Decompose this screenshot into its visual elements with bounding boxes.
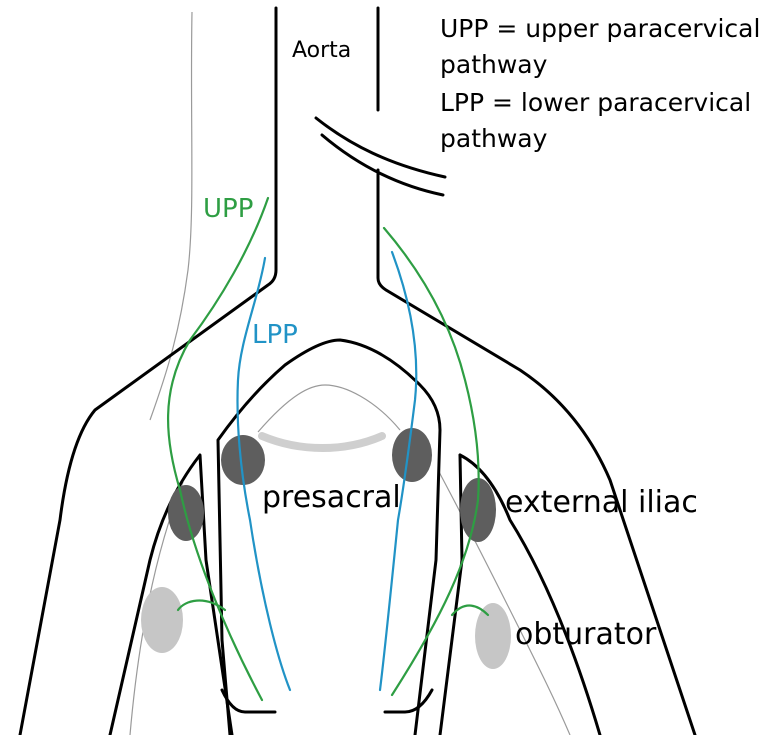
obturator-label: obturator	[515, 620, 656, 650]
lpp-label: LPP	[252, 322, 298, 348]
aorta-label: Aorta	[292, 40, 351, 62]
legend-upp-cont: pathway	[440, 52, 547, 77]
obturator-node-left	[141, 587, 183, 653]
external-iliac-label: external iliac	[505, 488, 698, 518]
presacral-node-right	[392, 428, 432, 482]
left-caudal-branch	[222, 690, 275, 712]
legend-lpp-cont: pathway	[440, 126, 547, 151]
sacrum-outline	[258, 385, 400, 432]
internal-iliac-right-inner	[440, 455, 462, 735]
sacral-promontory-shade	[262, 436, 382, 448]
upp-label: UPP	[203, 196, 253, 222]
obturator-node-right	[475, 603, 511, 669]
legend-upp-line: UPP = upper paracervical	[440, 16, 760, 41]
renal-vessel-lower	[322, 135, 443, 195]
bifurcation-arch	[218, 340, 440, 735]
legend-lpp-line: LPP = lower paracervical	[440, 90, 751, 115]
pelvic-outline-left	[150, 12, 192, 420]
presacral-label: presacral	[262, 483, 401, 513]
